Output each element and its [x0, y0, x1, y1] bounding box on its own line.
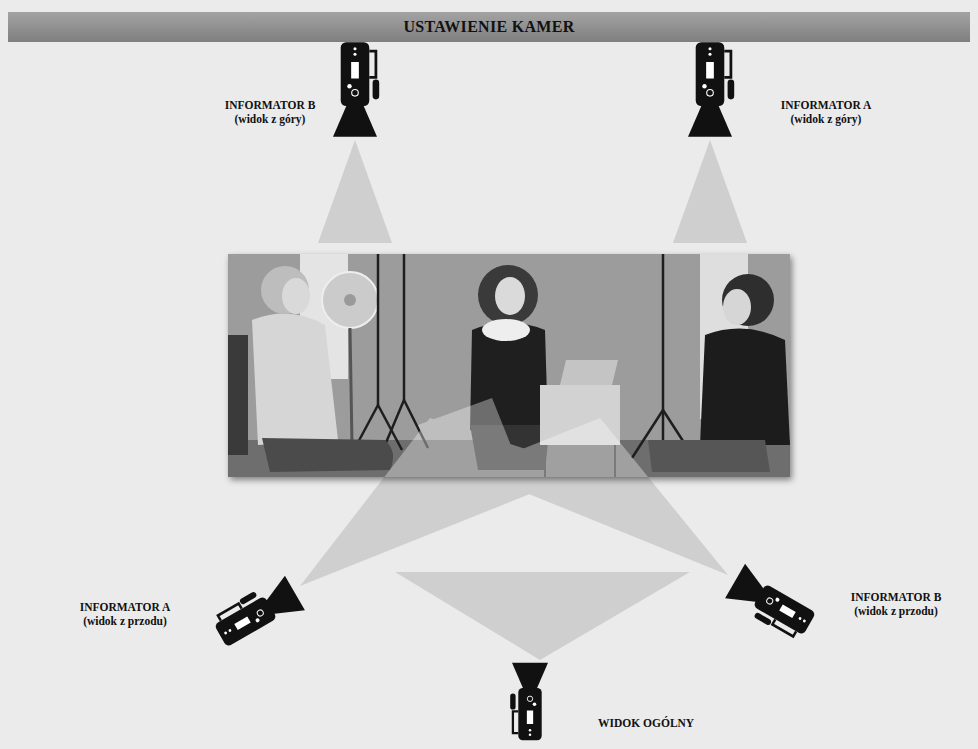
camera-icon [333, 42, 379, 137]
title-bar [8, 12, 970, 42]
camera-icon [209, 574, 304, 653]
view-cones-on-photo [300, 398, 728, 477]
camera-label: INFORMATOR A (widok z góry) [768, 98, 884, 126]
camera-label: INFORMATOR B (widok z przodu) [838, 590, 954, 618]
camera-icon [688, 42, 734, 137]
camera-label: WIDOK OGÓLNY [598, 716, 728, 730]
camera-label: INFORMATOR B (widok z góry) [212, 98, 328, 126]
camera-label: INFORMATOR A (widok z przodu) [67, 600, 183, 628]
diagram-title: USTAWIENIE KAMER [8, 12, 970, 42]
camera-icon [510, 663, 548, 740]
camera-icon [724, 564, 819, 643]
